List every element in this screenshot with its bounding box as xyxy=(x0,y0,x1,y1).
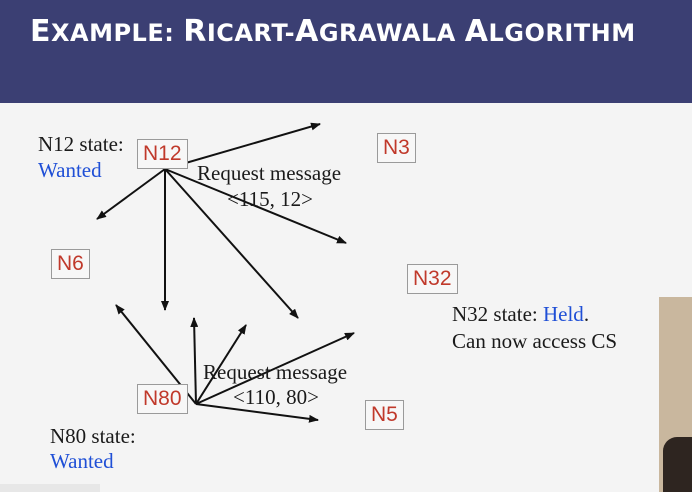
slide-title: EXAMPLE: RICART-AGRAWALA ALGORITHM xyxy=(30,14,636,49)
presenter-silhouette xyxy=(663,437,692,492)
arrow-n12-to-n3 xyxy=(164,122,321,170)
title-word-agrawala: AGRAWALA xyxy=(295,14,465,49)
arrow-n80-to-n32 xyxy=(195,332,355,405)
n80-state-label: N80 state: xyxy=(50,424,136,448)
title-word-ricart: RICART- xyxy=(183,14,296,49)
arrow-n80-to-n3 xyxy=(195,324,247,405)
node-n3: N3 xyxy=(377,133,416,163)
node-n12: N12 xyxy=(137,139,188,169)
title-word-example: EXAMPLE: xyxy=(30,14,184,49)
n32-state-value: Held xyxy=(542,302,584,326)
request-message-1-line2: <115, 12> xyxy=(227,187,313,211)
node-n80: N80 xyxy=(137,384,188,414)
node-n5: N5 xyxy=(365,400,404,430)
arrow-n12-to-n6 xyxy=(96,168,166,220)
request-message-1-line1: Request message xyxy=(197,161,342,185)
n32-state-label: N32 state: xyxy=(452,302,543,326)
request-message-2-line1: Request message xyxy=(203,360,348,384)
node-n6: N6 xyxy=(51,249,90,279)
arrow-n12-to-n32 xyxy=(164,168,347,244)
arrow-n12-to-n5 xyxy=(164,168,299,319)
n32-state-line1: N32 state: Held. xyxy=(452,301,589,327)
bottom-bar xyxy=(0,484,100,492)
n12-state-value: Wanted xyxy=(38,158,102,182)
title-word-algorithm: ALGORITHM xyxy=(464,14,636,49)
node-n32: N32 xyxy=(407,264,458,294)
arrow-n80-to-n5 xyxy=(195,403,319,423)
n32-state-period: . xyxy=(583,302,590,326)
presenter-video-thumbnail xyxy=(659,297,692,492)
arrow-n80-to-n12 xyxy=(190,317,199,405)
n12-state-label: N12 state: xyxy=(38,132,124,156)
n80-state-value: Wanted xyxy=(50,449,114,473)
n32-state-line2: Can now access CS xyxy=(452,329,618,353)
slide-header: EXAMPLE: RICART-AGRAWALA ALGORITHM xyxy=(0,0,692,103)
request-message-2-line2: <110, 80> xyxy=(233,385,319,409)
